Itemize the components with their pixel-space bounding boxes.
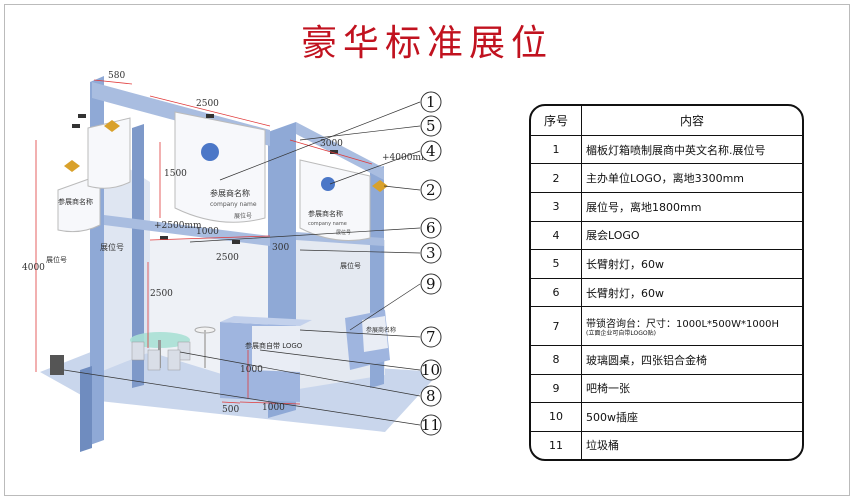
- dim-500: 500: [222, 405, 239, 415]
- svg-text:10: 10: [421, 361, 440, 379]
- leader-lines: [63, 101, 421, 426]
- callout-3: 3: [420, 242, 442, 264]
- callout-7: 7: [420, 326, 442, 348]
- dim-4000-right: +4000mm: [382, 153, 430, 163]
- side-desk-panel: [362, 316, 388, 352]
- beam-top-right: [296, 122, 384, 180]
- fascia-en-front: company name: [210, 201, 257, 208]
- organizer-logo-left: [64, 160, 80, 172]
- dim-2500-mid: 2500: [216, 253, 239, 263]
- spotlights: [72, 114, 338, 244]
- exhibitor-logo-front: [201, 143, 219, 161]
- booth-no-left-side: 展位号: [46, 255, 67, 264]
- callout-10: 10: [420, 359, 442, 381]
- svg-text:2: 2: [426, 181, 436, 199]
- fascia-front: [174, 111, 266, 223]
- dim-2500-plus: +2500mm: [154, 221, 202, 231]
- booth-no-left: 展位号: [100, 242, 124, 252]
- fascia-name-front: 参展商名称: [210, 188, 250, 198]
- callout-11: 11: [420, 414, 442, 436]
- dim-4000-left: 4000: [22, 263, 45, 273]
- post-left-back: [132, 124, 144, 388]
- dim-300: 300: [272, 243, 289, 253]
- dim-1000-desk: 1000: [240, 365, 263, 375]
- svg-text:5: 5: [426, 117, 436, 135]
- dim-1000-b: 1000: [262, 403, 285, 413]
- dim-1500: 1500: [164, 169, 187, 179]
- desk-right-text: 参展商名称: [366, 326, 396, 334]
- booth-no-right: 展位号: [340, 261, 361, 270]
- dim-2500-top: 2500: [196, 99, 219, 109]
- svg-text:8: 8: [426, 387, 436, 405]
- callout-1: 1: [420, 91, 442, 113]
- table-header-row: 序号 内容: [531, 106, 802, 136]
- callout-5: 5: [420, 115, 442, 137]
- svg-text:4: 4: [426, 142, 436, 160]
- fascia-left-side: [57, 174, 101, 233]
- svg-text:11: 11: [421, 416, 440, 434]
- row-7-content: 带锁咨询台：尺寸：1000L*500W*1000H: [586, 319, 779, 331]
- exhibitor-logo-right: [321, 177, 335, 191]
- page-frame: [4, 4, 850, 496]
- dimension-lines: [35, 79, 373, 405]
- fascia-en-right: company name: [308, 221, 347, 227]
- dim-2500-vert: 2500: [150, 289, 173, 299]
- header-seq: 序号: [531, 106, 582, 136]
- callout-9: 9: [420, 273, 442, 295]
- beam-mid: [104, 215, 270, 246]
- side-fascia-left: 参展商名称: [58, 197, 93, 206]
- svg-text:9: 9: [426, 275, 436, 293]
- callout-8: 8: [420, 385, 442, 407]
- organizer-logo-top: [104, 120, 120, 132]
- svg-text:1: 1: [426, 93, 436, 111]
- dim-1000-a: 1000: [196, 227, 219, 237]
- callout-2: 2: [420, 179, 442, 201]
- svg-text:7: 7: [426, 328, 436, 346]
- svg-text:3: 3: [426, 244, 436, 262]
- fascia-name-right: 参展商名称: [308, 209, 343, 218]
- fascia-booth-front: 展位号: [234, 212, 252, 220]
- callout-6: 6: [420, 217, 442, 239]
- row-7-note: (立面企业可自带LOGO贴): [586, 330, 656, 338]
- callout-4: 4: [420, 140, 442, 162]
- post-front-low: [80, 366, 92, 452]
- info-desk-panel: [252, 326, 300, 372]
- header-content: 内容: [581, 106, 802, 136]
- organizer-logo-right: [372, 180, 388, 192]
- chairs: [131, 341, 191, 371]
- trash-bin: [50, 355, 64, 375]
- fascia-right: [299, 159, 371, 241]
- svg-text:6: 6: [426, 219, 436, 237]
- page-title: 豪华标准展位: [300, 23, 553, 64]
- dim-3000: 3000: [320, 139, 343, 149]
- info-desk-top: [220, 316, 312, 326]
- bar-chair-stem: [204, 330, 206, 368]
- fascia-left-top: [87, 117, 131, 189]
- dim-580: 580: [108, 71, 125, 81]
- desk-logo-text: 参展商自带 LOGO: [245, 341, 303, 350]
